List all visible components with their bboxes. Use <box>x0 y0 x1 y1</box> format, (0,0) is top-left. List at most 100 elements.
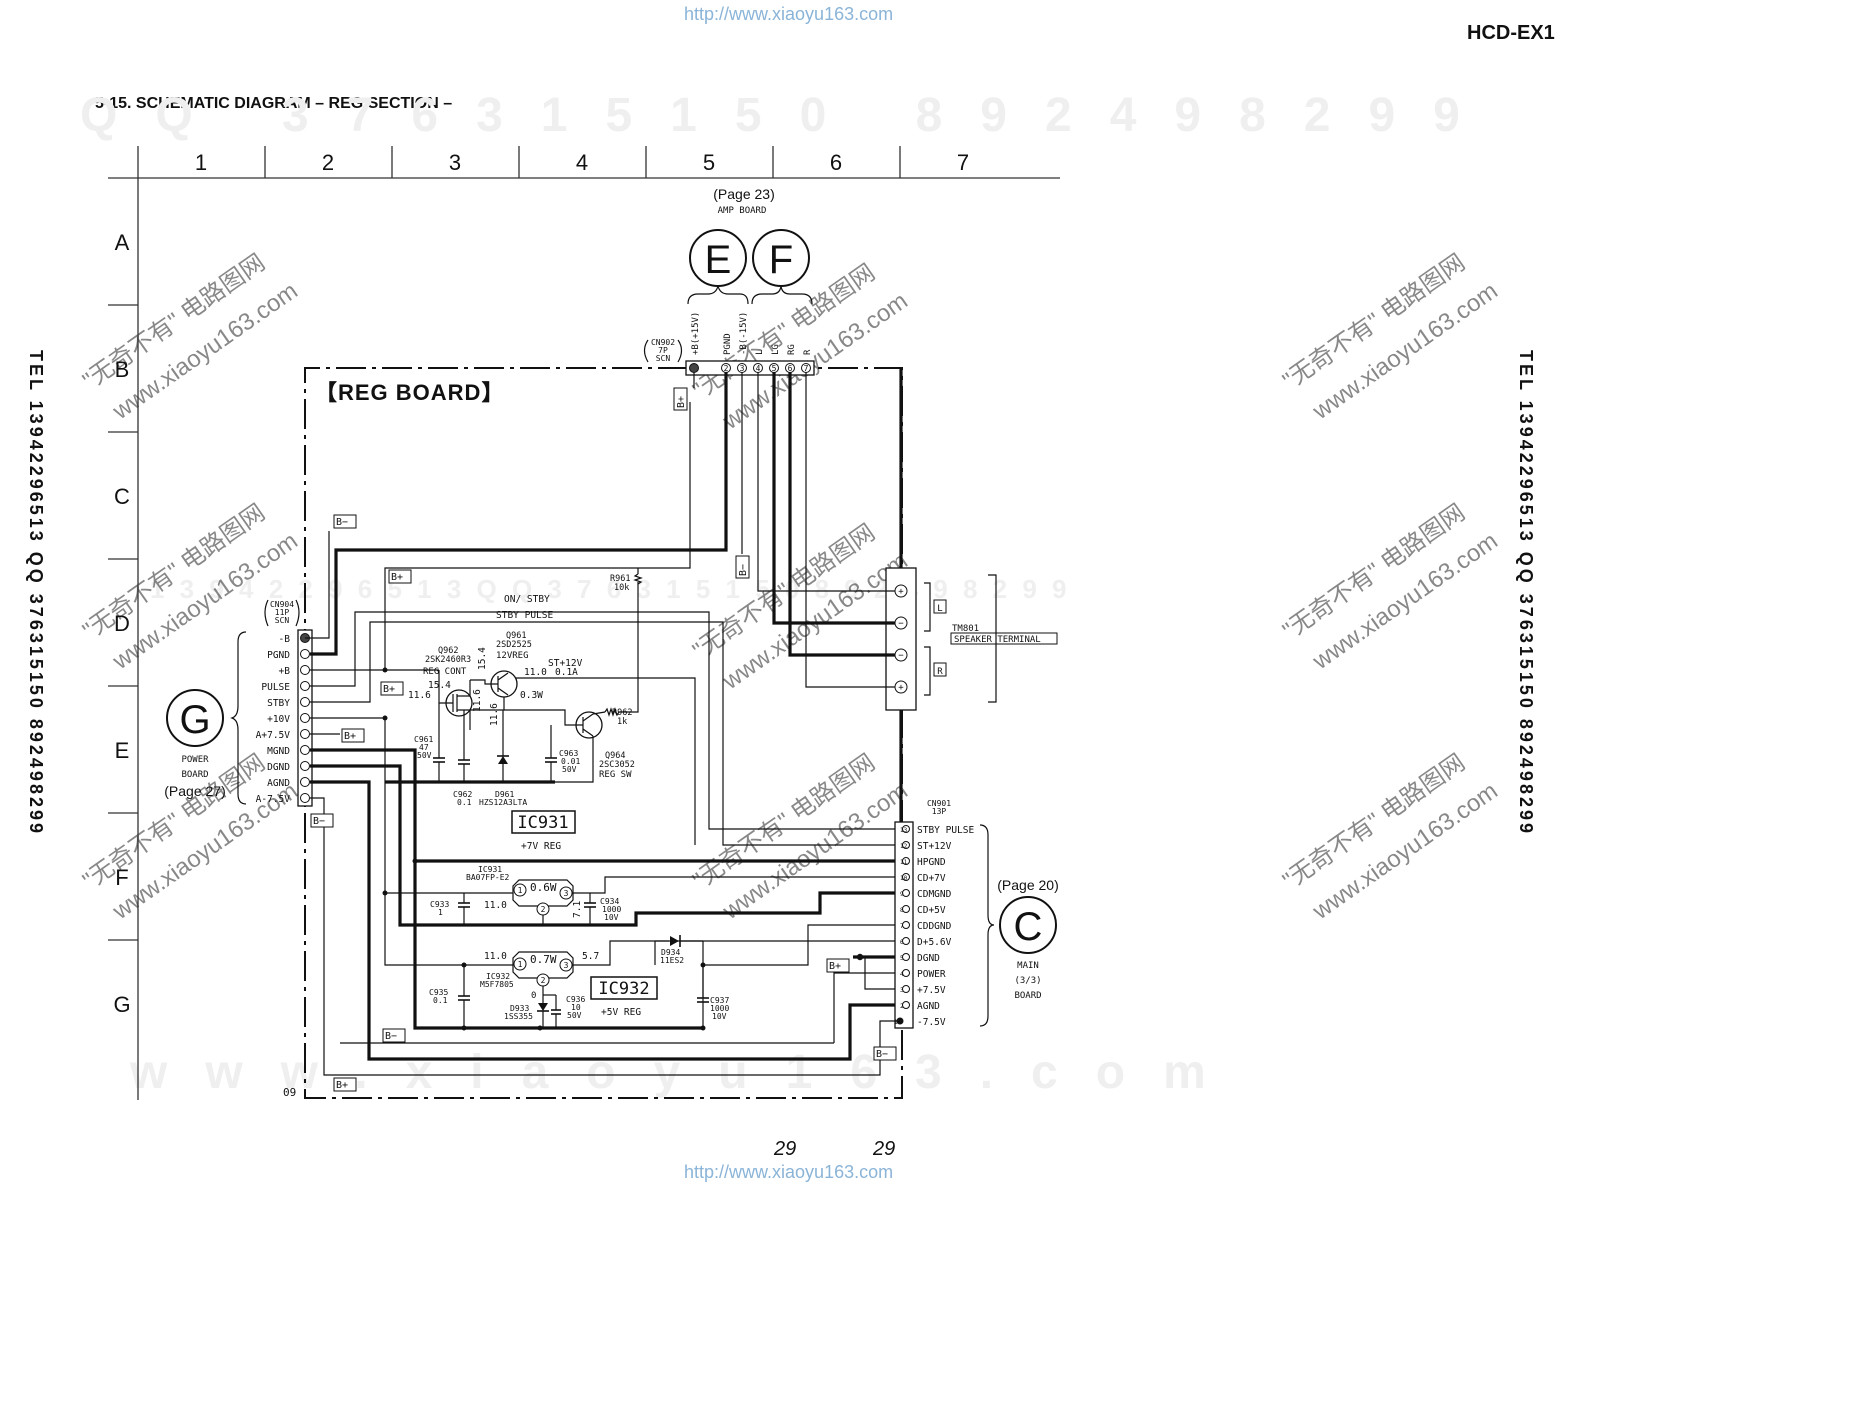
svg-text:ST+12V: ST+12V <box>917 841 952 852</box>
svg-text:0.7W: 0.7W <box>530 953 557 966</box>
col-label: 1 <box>195 150 207 175</box>
cn904-pin-labels: -B PGND +B PULSE STBY +10V A+7.5V MGND D… <box>256 634 291 805</box>
svg-text:SPEAKER TERMINAL: SPEAKER TERMINAL <box>954 635 1041 645</box>
svg-text:L: L <box>937 604 942 614</box>
svg-text:0.6W: 0.6W <box>530 881 557 894</box>
wires-speaker <box>757 368 903 822</box>
svg-text:(Page 20): (Page 20) <box>997 877 1058 893</box>
svg-text:CDMGND: CDMGND <box>917 889 952 900</box>
svg-text:4: 4 <box>900 971 904 978</box>
connector-g-circle <box>166 689 224 747</box>
svg-text:3: 3 <box>564 889 569 898</box>
svg-text:Q961: Q961 <box>506 631 526 641</box>
row-label: G <box>113 992 130 1017</box>
svg-text:D+5.6V: D+5.6V <box>917 937 952 948</box>
svg-text:REG CONT: REG CONT <box>423 667 467 677</box>
svg-text:C937: C937 <box>710 996 729 1005</box>
svg-text:B+: B+ <box>676 396 687 408</box>
svg-text:TEL 13942296513 QQ 376315150: TEL 13942296513 QQ 376315150 892498299 <box>26 350 46 836</box>
svg-text:4: 4 <box>756 364 761 373</box>
wires-main <box>305 372 900 1076</box>
svg-text:10: 10 <box>571 1003 581 1012</box>
svg-text:D961: D961 <box>495 790 514 799</box>
svg-text:+7V REG: +7V REG <box>521 841 561 852</box>
svg-text:R962: R962 <box>612 708 632 718</box>
svg-text:C963: C963 <box>559 749 578 758</box>
reg-board-outline: 【REG BOARD】 09 <box>283 367 903 1099</box>
svg-text:6: 6 <box>788 364 793 373</box>
svg-text:50V: 50V <box>417 751 432 760</box>
caps-diodes-reg: C961 47 50V C962 0.1 D961 HZS12A3LTA C96… <box>414 703 580 807</box>
svg-text:1: 1 <box>518 960 523 969</box>
svg-text:M5F7805: M5F7805 <box>480 980 514 989</box>
cn901-pin-labels: STBY PULSE ST+12V HPGND CD+7V CDMGND CD+… <box>917 825 974 1028</box>
svg-text:0.1: 0.1 <box>433 996 448 1005</box>
svg-text:0.1: 0.1 <box>457 798 472 807</box>
ic932-regulator: IC932 +5V REG 1 2 3 0.7W 11.0 5.7 0 IC93… <box>429 935 729 1028</box>
r961-resistor: R961 10k <box>610 573 643 593</box>
svg-text:1k: 1k <box>617 717 627 727</box>
col-label: 5 <box>703 150 715 175</box>
svg-text:7: 7 <box>900 923 904 930</box>
svg-text:B−: B− <box>738 564 749 576</box>
section-title: 5-15. SCHEMATIC DIAGRAM – REG SECTION – <box>95 95 453 112</box>
svg-text:BOARD: BOARD <box>181 770 208 780</box>
svg-text:R961: R961 <box>610 574 630 584</box>
connector-e-letter: E <box>705 238 732 282</box>
svg-text:+10V: +10V <box>267 714 290 725</box>
svg-text:9: 9 <box>900 891 904 898</box>
cn902-pin-labels: +B(+15V) PGND -B(-15V) L LG RG R <box>691 312 813 355</box>
svg-text:AGND: AGND <box>267 778 290 789</box>
svg-text:Q964: Q964 <box>605 751 625 761</box>
svg-text:B+: B+ <box>383 684 395 695</box>
svg-text:0.1A: 0.1A <box>555 667 578 678</box>
svg-text:0.3W: 0.3W <box>520 690 543 701</box>
svg-text:SCN: SCN <box>656 354 671 363</box>
amp-board-reference: (Page 23) AMP BOARD E F CN902 7P SCN 2 3… <box>643 186 815 376</box>
q962-fet: Q962 2SK2460R3 REG CONT 15.4 11.6 11.6 1… <box>408 646 500 730</box>
svg-text:2: 2 <box>541 976 546 985</box>
svg-text:+5V REG: +5V REG <box>601 1007 641 1018</box>
svg-text:50V: 50V <box>562 765 577 774</box>
svg-text:+: + <box>898 587 904 597</box>
svg-text:HZS12A3LTA: HZS12A3LTA <box>479 798 527 807</box>
svg-text:HPGND: HPGND <box>917 857 946 868</box>
svg-text:TM801: TM801 <box>952 624 979 634</box>
svg-text:1: 1 <box>438 908 443 917</box>
svg-text:STBY: STBY <box>267 698 290 709</box>
svg-text:POWER: POWER <box>917 969 946 980</box>
svg-text:11ES2: 11ES2 <box>660 956 684 965</box>
connector-g-letter: G <box>179 698 210 742</box>
cn902-label: CN902 7P SCN <box>651 338 675 363</box>
svg-text:MGND: MGND <box>267 746 290 757</box>
svg-text:5.7: 5.7 <box>582 951 599 962</box>
grid-frame <box>108 146 1060 1100</box>
watermark-qq: QQ 376315150 892498299 <box>80 89 1498 142</box>
svg-text:15.4: 15.4 <box>428 680 451 691</box>
watermark-side: TEL 13942296513 QQ 376315150 892498299 T… <box>26 350 1536 836</box>
svg-text:15.4: 15.4 <box>477 647 488 670</box>
svg-text:2: 2 <box>724 364 729 373</box>
svg-text:−: − <box>898 619 904 629</box>
svg-text:+B: +B <box>279 666 291 677</box>
svg-text:2: 2 <box>900 1003 904 1010</box>
svg-text:CN904: CN904 <box>270 600 294 609</box>
col-label: 4 <box>576 150 588 175</box>
svg-text:R: R <box>937 667 943 677</box>
svg-text:CD+7V: CD+7V <box>917 873 946 884</box>
svg-text:D933: D933 <box>510 1004 529 1013</box>
svg-text:PULSE: PULSE <box>261 682 290 693</box>
svg-text:1000: 1000 <box>710 1004 729 1013</box>
svg-text:A+7.5V: A+7.5V <box>256 730 291 741</box>
svg-text:7: 7 <box>804 364 809 373</box>
power-board-reference: G POWER BOARD (Page 27) CN904 11P SCN -B… <box>164 599 313 807</box>
svg-text:+: + <box>898 683 904 693</box>
svg-text:11.0: 11.0 <box>484 900 507 911</box>
svg-text:1: 1 <box>518 886 523 895</box>
svg-text:0: 0 <box>531 991 536 1001</box>
q964-transistor: R962 1k Q964 2SC3052 REG SW <box>504 707 635 783</box>
col-label: 2 <box>322 150 334 175</box>
svg-text:B−: B− <box>336 517 348 528</box>
row-label: F <box>115 865 128 890</box>
top-url: http://www.xiaoyu163.com <box>684 4 894 24</box>
